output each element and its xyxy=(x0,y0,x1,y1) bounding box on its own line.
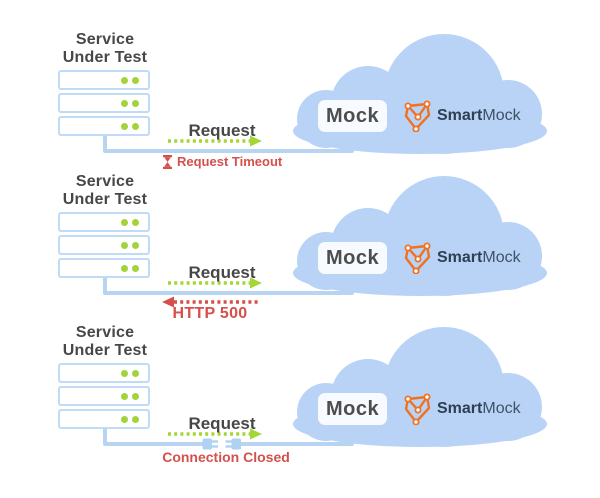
status-dot-icon xyxy=(121,264,128,272)
server-slat xyxy=(58,70,150,90)
status-dot-icon xyxy=(132,392,139,400)
error-label-request-timeout: Request Timeout xyxy=(163,154,282,169)
brand-mock-text: Mock xyxy=(482,400,521,417)
service-under-test-label: Service Under Test xyxy=(40,31,170,67)
status-dot-icon xyxy=(121,415,128,423)
smartmock-logo: SmartMock xyxy=(402,242,521,274)
request-arrow-icon xyxy=(168,428,262,440)
request-label: Request xyxy=(188,121,256,140)
smartmock-logo: SmartMock xyxy=(402,393,521,425)
server-slat xyxy=(58,409,150,429)
smartmock-wordmark: SmartMock xyxy=(437,249,521,267)
status-dot-icon xyxy=(132,241,139,249)
service-label-line1: Service xyxy=(75,324,135,341)
error-label-text: Request Timeout xyxy=(177,154,283,169)
status-dot-icon xyxy=(121,122,128,130)
smartmock-network-icon xyxy=(404,393,431,425)
status-dot-icon xyxy=(132,415,139,423)
status-dot-icon xyxy=(121,76,128,84)
status-dot-icon xyxy=(132,76,139,84)
server-stack-icon xyxy=(58,212,150,278)
status-dot-icon xyxy=(132,264,139,272)
service-label-line2: Under Test xyxy=(62,49,148,66)
scenario-row-http-500: Service Under Test Request HTTP 500 Mock… xyxy=(0,142,600,322)
status-dot-icon xyxy=(121,392,128,400)
server-stack-icon xyxy=(58,70,150,136)
mock-box: Mock xyxy=(318,100,387,132)
connector-line xyxy=(103,427,204,446)
server-slat xyxy=(58,212,150,232)
brand-mock-text: Mock xyxy=(482,107,521,124)
brand-smart-text: Smart xyxy=(437,107,483,124)
brand-smart-text: Smart xyxy=(437,400,483,417)
request-label: Request xyxy=(188,414,256,433)
connector-line xyxy=(239,422,354,446)
service-label-line1: Service xyxy=(75,173,135,190)
error-response-arrow-icon xyxy=(162,296,258,308)
cloud-icon xyxy=(293,34,547,154)
status-dot-icon xyxy=(121,99,128,107)
plug-disconnect-icon xyxy=(202,438,241,450)
mock-box: Mock xyxy=(318,393,387,425)
request-arrow-icon xyxy=(168,277,262,289)
status-dot-icon xyxy=(132,218,139,226)
scenario-row-request-timeout: Service Under Test Request Request Timeo… xyxy=(0,0,600,175)
service-label-line2: Under Test xyxy=(62,342,148,359)
smartmock-network-icon xyxy=(404,242,431,274)
server-slat xyxy=(58,235,150,255)
server-stack-icon xyxy=(58,363,150,429)
status-dot-icon xyxy=(132,99,139,107)
status-dot-icon xyxy=(132,369,139,377)
smartmock-wordmark: SmartMock xyxy=(437,400,521,418)
server-slat xyxy=(58,258,150,278)
scenario-row-connection-closed: Service Under Test Request Connection Cl… xyxy=(0,293,600,468)
brand-mock-text: Mock xyxy=(482,249,521,266)
brand-smart-text: Smart xyxy=(437,249,483,266)
cloud-icon xyxy=(293,176,547,296)
server-slat xyxy=(58,93,150,113)
status-dot-icon xyxy=(121,241,128,249)
service-under-test-label: Service Under Test xyxy=(40,173,170,209)
error-label-http-500: HTTP 500 xyxy=(172,305,248,322)
mock-box: Mock xyxy=(318,242,387,274)
status-dot-icon xyxy=(132,122,139,130)
error-label-connection-closed: Connection Closed xyxy=(162,449,290,465)
server-slat xyxy=(58,386,150,406)
cloud-icon xyxy=(293,327,547,447)
connector-line xyxy=(103,129,354,153)
smartmock-network-icon xyxy=(404,100,431,132)
smartmock-logo: SmartMock xyxy=(402,100,521,132)
service-label-line1: Service xyxy=(75,31,135,48)
request-label: Request xyxy=(188,263,256,282)
status-dot-icon xyxy=(121,369,128,377)
status-dot-icon xyxy=(121,218,128,226)
smartmock-wordmark: SmartMock xyxy=(437,107,521,125)
connector-line xyxy=(103,271,354,295)
server-slat xyxy=(58,116,150,136)
service-under-test-label: Service Under Test xyxy=(40,324,170,360)
request-arrow-icon xyxy=(168,135,262,147)
server-slat xyxy=(58,363,150,383)
hourglass-icon xyxy=(163,154,172,169)
service-label-line2: Under Test xyxy=(62,191,148,208)
